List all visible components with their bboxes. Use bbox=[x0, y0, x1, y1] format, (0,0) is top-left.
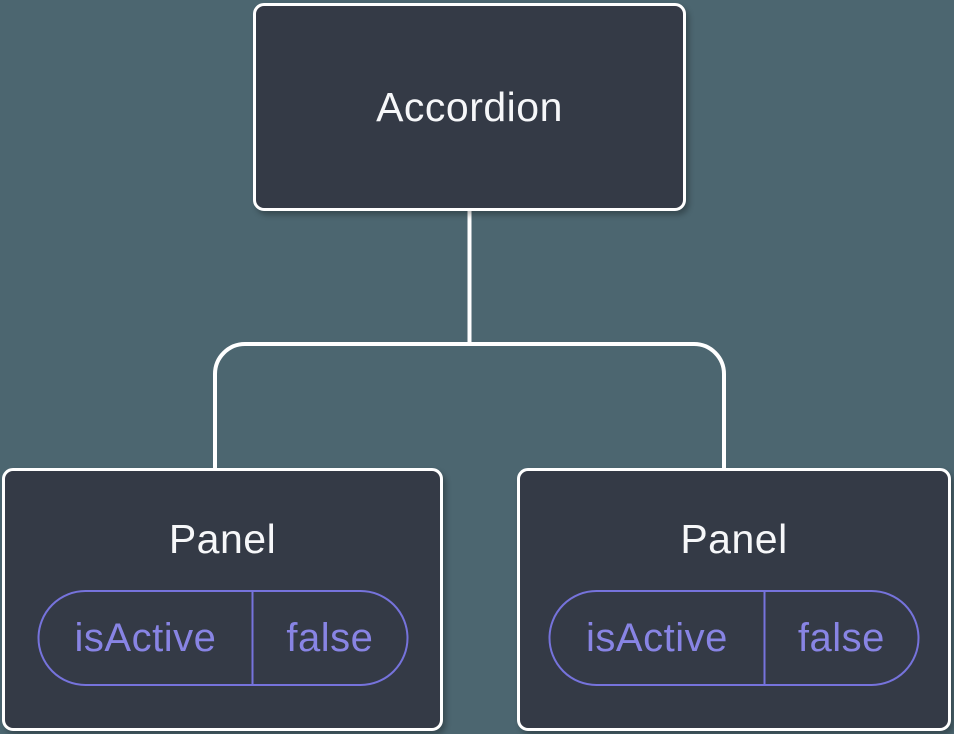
state-value-label: false bbox=[286, 615, 374, 660]
accordion-node-label: Accordion bbox=[376, 83, 563, 130]
component-node-accordion: Accordion bbox=[253, 3, 686, 211]
panel-right-label: Panel bbox=[680, 516, 788, 562]
branch-bracket-line bbox=[213, 342, 726, 470]
state-pill-right: isActive false bbox=[548, 590, 920, 686]
state-name-label: isActive bbox=[39, 592, 254, 684]
panel-left-label: Panel bbox=[168, 516, 277, 562]
state-name-label: isActive bbox=[551, 592, 766, 684]
state-pill-left: isActive false bbox=[37, 590, 408, 686]
component-node-panel-left: Panel isActive false bbox=[2, 468, 443, 731]
component-node-panel-right: Panel isActive false bbox=[517, 468, 951, 731]
state-value-label: false bbox=[797, 615, 885, 660]
